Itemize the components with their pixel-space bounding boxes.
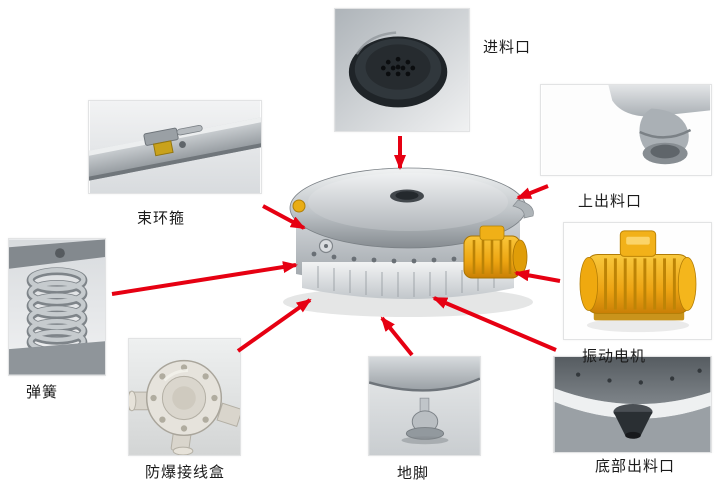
junction-box-photo — [129, 339, 240, 455]
label-vibration-motor: 振动电机 — [582, 347, 647, 365]
machine-motor — [463, 225, 528, 279]
bottom-outlet-thumbnail — [553, 356, 712, 453]
label-clamp-ring: 束环箍 — [137, 209, 186, 227]
upper-outlet-thumbnail — [540, 84, 712, 176]
vibration-motor-photo — [564, 223, 711, 339]
clamp-ring-thumbnail — [88, 100, 262, 194]
label-foot: 地脚 — [397, 464, 430, 482]
spring-thumbnail — [8, 238, 106, 376]
feed-inlet-photo — [335, 9, 469, 131]
label-spring: 弹簧 — [26, 383, 59, 401]
vibration-motor-thumbnail — [563, 222, 712, 340]
label-bottom-outlet: 底部出料口 — [595, 457, 676, 475]
foot-photo — [369, 357, 480, 455]
bottom-outlet-photo — [554, 357, 711, 452]
label-feed-inlet: 进料口 — [483, 38, 532, 56]
label-junction-box: 防爆接线盒 — [145, 463, 226, 481]
foot-thumbnail — [368, 356, 481, 456]
machine-illustration — [283, 167, 534, 317]
spring-photo — [9, 239, 105, 375]
machine-render — [268, 150, 548, 335]
upper-outlet-photo — [541, 85, 711, 175]
junction-box-thumbnail — [128, 338, 241, 456]
feed-inlet-thumbnail — [334, 8, 470, 132]
machine-base-band — [302, 262, 514, 299]
machine-lid-handle — [512, 199, 534, 219]
machine-clamp-knob — [292, 199, 306, 213]
clamp-ring-photo — [89, 101, 261, 193]
label-upper-outlet: 上出料口 — [578, 192, 643, 210]
